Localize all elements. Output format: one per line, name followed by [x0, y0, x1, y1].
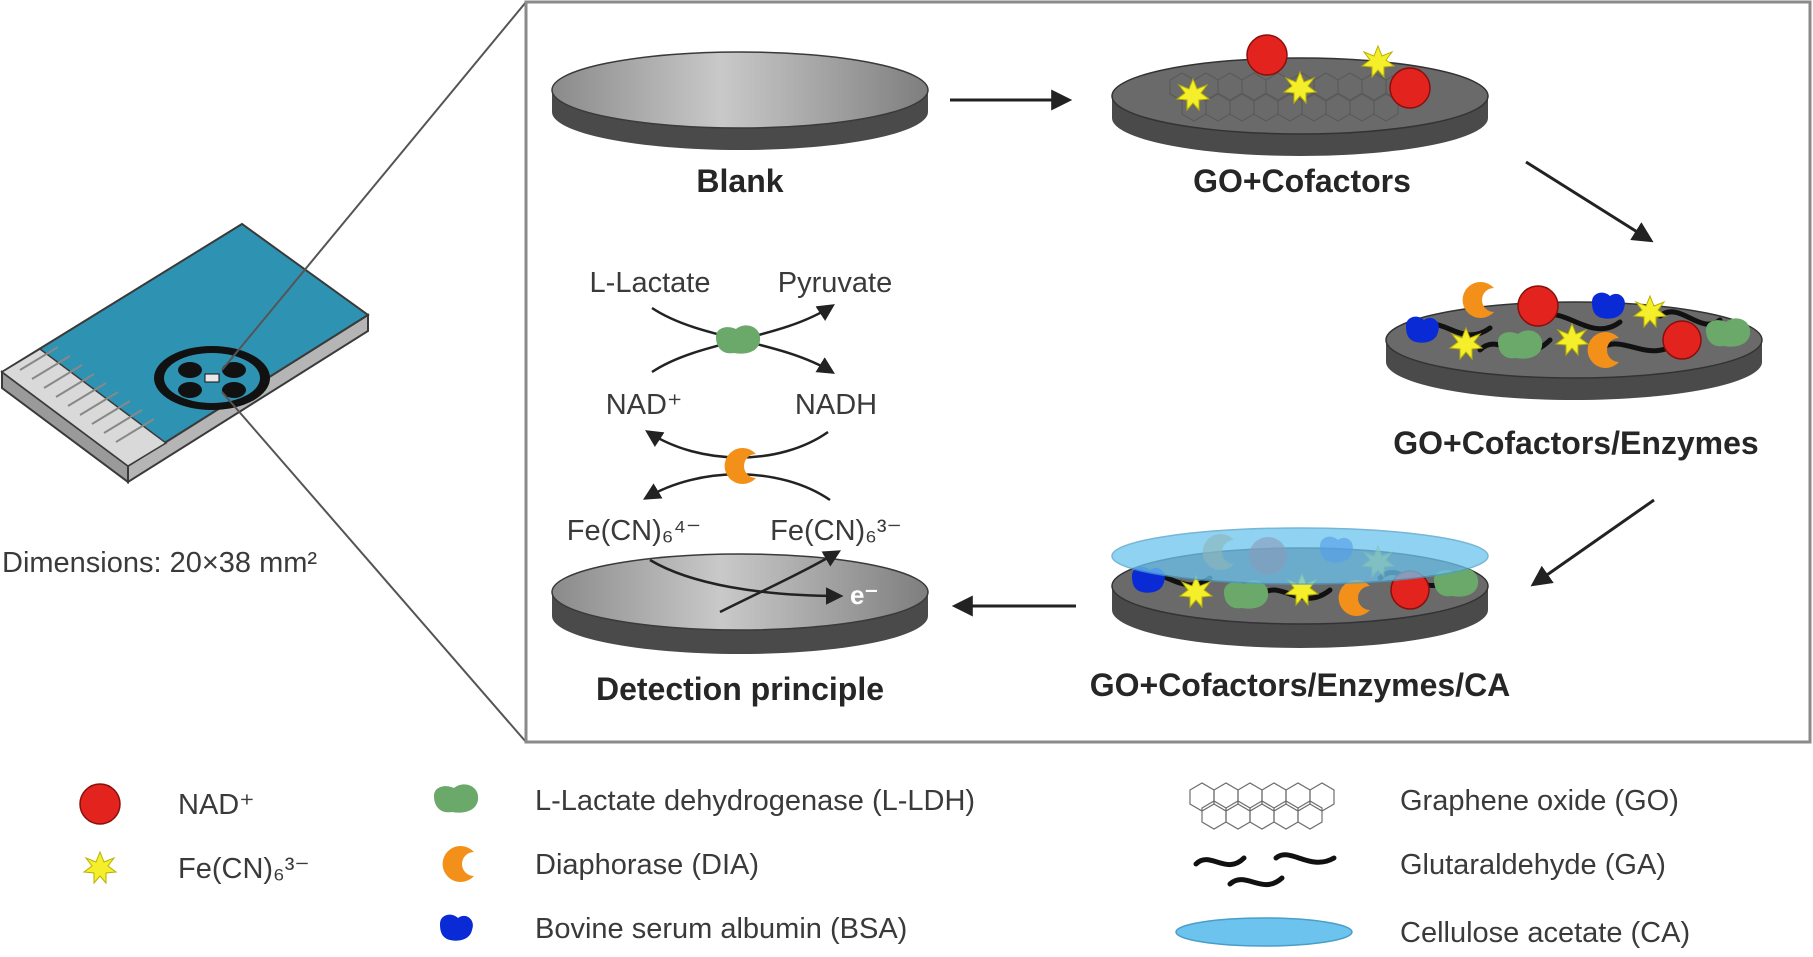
- graphene-oxide-legend-icon: [1189, 782, 1335, 830]
- test-strip: [0, 222, 370, 484]
- dia-legend-icon: [442, 846, 474, 882]
- legend: NAD⁺ Fe(CN)₆³⁻ L-Lactate dehydrogenase (…: [79, 782, 1690, 949]
- legend-go: Graphene oxide (GO): [1400, 785, 1679, 817]
- bsa-legend-icon: [440, 914, 473, 941]
- pyruvate-label: Pyruvate: [778, 267, 892, 299]
- legend-ferricyanide: Fe(CN)₆³⁻: [178, 853, 310, 885]
- reaction-scheme: L-Lactate Pyruvate NAD⁺ NADH Fe(CN)₆⁴⁻ F…: [567, 267, 902, 614]
- zoom-line-bottom: [221, 391, 527, 743]
- ferricyanide-legend-icon: [83, 851, 117, 884]
- blank-disk: [551, 51, 929, 150]
- nadh-label: NADH: [795, 389, 877, 421]
- step-label-go-cofactors-enzymes-ca: GO+Cofactors/Enzymes/CA: [1090, 667, 1511, 703]
- step-label-blank: Blank: [696, 163, 783, 199]
- step-label-go-cofactors-enzymes: GO+Cofactors/Enzymes: [1393, 425, 1758, 461]
- zoom-line-top: [221, 1, 527, 371]
- legend-bsa: Bovine serum albumin (BSA): [535, 913, 907, 945]
- go-cofactors-disk: [1111, 34, 1489, 156]
- go-cofactors-enzymes-ca-disk: [1111, 527, 1489, 648]
- lactate-label: L-Lactate: [590, 267, 711, 299]
- arrow-enzymes-to-ca: [1530, 498, 1655, 587]
- electrode-array: [154, 346, 270, 410]
- nad-plus-label: NAD⁺: [606, 389, 683, 421]
- nad-legend-icon: [79, 783, 121, 825]
- step-label-go-cofactors: GO+Cofactors: [1193, 163, 1411, 199]
- ferricyanide-label: Fe(CN)₆³⁻: [770, 515, 902, 547]
- legend-ca: Cellulose acetate (CA): [1400, 917, 1690, 949]
- legend-ga: Glutaraldehyde (GA): [1400, 849, 1666, 881]
- arrow-to-ferricyanide: [719, 550, 842, 614]
- cellulose-acetate-layer: [1111, 527, 1489, 585]
- legend-lldh: L-Lactate dehydrogenase (L-LDH): [535, 785, 975, 817]
- go-cofactors-enzymes-disk: [1385, 282, 1763, 400]
- arrow-ferrocyanide-to-electrode: [649, 558, 844, 605]
- step-label-detection-principle: Detection principle: [596, 671, 884, 707]
- glutaraldehyde-legend-icon: [1193, 852, 1337, 887]
- detection-disk: [551, 553, 929, 654]
- electron-label: e⁻: [850, 580, 878, 610]
- dimensions-label: Dimensions: 20×38 mm²: [2, 547, 317, 579]
- ferrocyanide-label: Fe(CN)₆⁴⁻: [567, 515, 702, 547]
- cellulose-acetate-legend-icon: [1175, 917, 1353, 947]
- lldh-enzyme-icon: [716, 325, 761, 354]
- lldh-legend-icon: [434, 784, 479, 813]
- contact-lines: [19, 346, 155, 443]
- legend-dia: Diaphorase (DIA): [535, 849, 759, 881]
- legend-nad: NAD⁺: [178, 789, 255, 821]
- arrow-go-to-enzymes: [1525, 160, 1654, 243]
